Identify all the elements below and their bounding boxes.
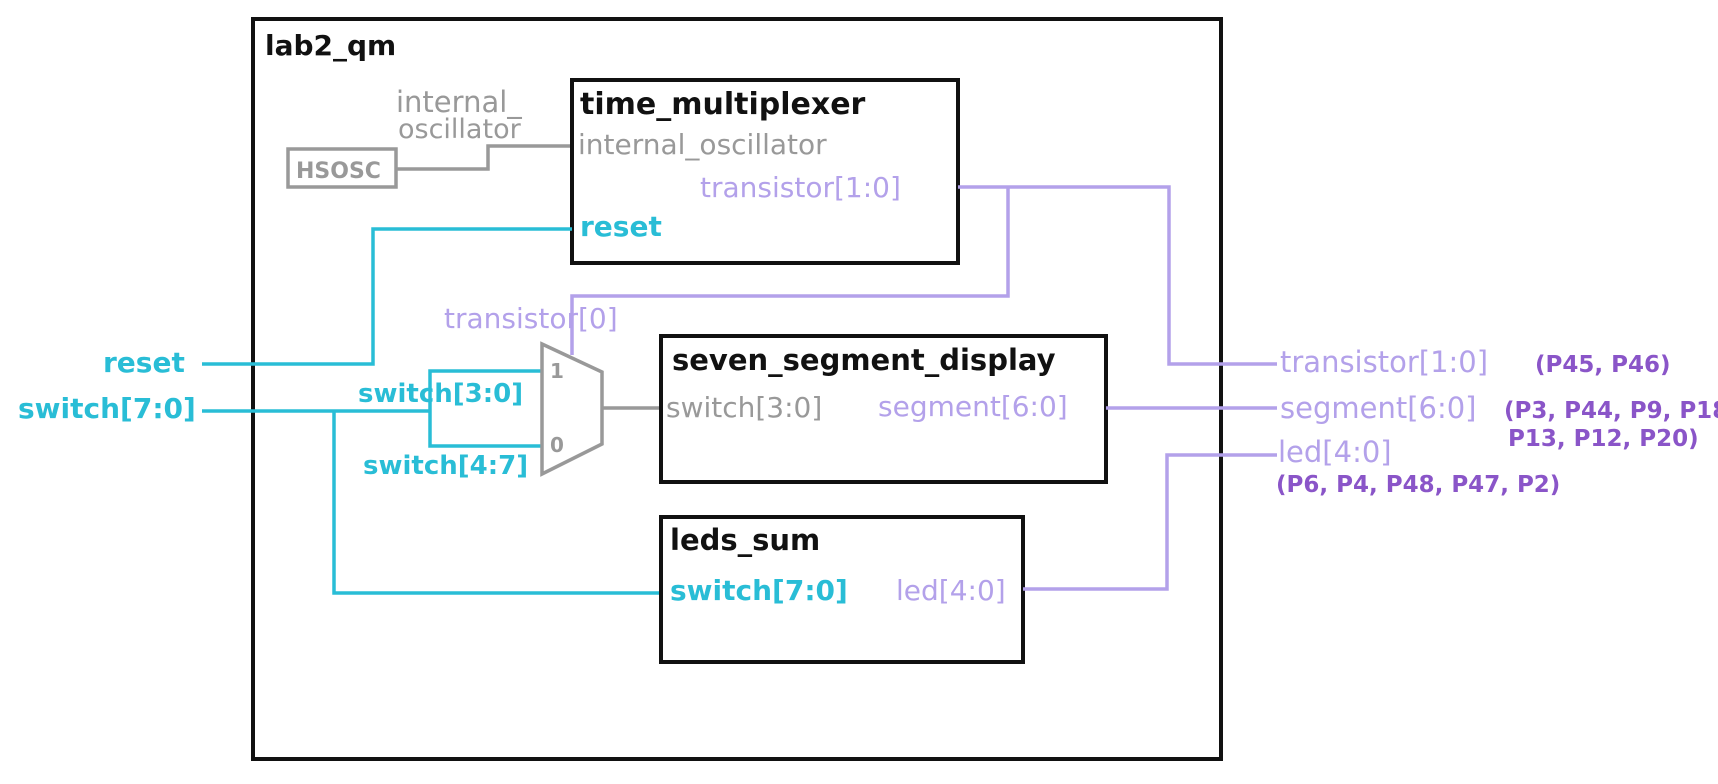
mux-select-label: transistor[0] bbox=[444, 302, 618, 335]
output-transistor-pins: (P45, P46) bbox=[1535, 352, 1671, 378]
tm-port-internal-oscillator: internal_oscillator bbox=[578, 128, 827, 161]
oscillator-wire-label-2: oscillator bbox=[398, 114, 522, 145]
reset-wire bbox=[202, 227, 572, 366]
leds-sum-port-led: led[4:0] bbox=[896, 574, 1006, 607]
switch-4-7-wire bbox=[428, 411, 542, 448]
led-output-wire bbox=[1023, 453, 1277, 591]
output-led-label: led[4:0] bbox=[1278, 435, 1392, 469]
oscillator-wire-label-1: internal_ bbox=[396, 85, 522, 119]
mux-in-0-label: 0 bbox=[550, 433, 564, 457]
time-multiplexer-block bbox=[570, 78, 960, 265]
lab2-qm-module bbox=[251, 17, 1223, 761]
output-led-pins: (P6, P4, P48, P47, P2) bbox=[1276, 472, 1560, 498]
transistor-output-wire bbox=[958, 185, 1277, 366]
ssd-port-segment: segment[6:0] bbox=[878, 390, 1068, 423]
tm-port-transistor: transistor[1:0] bbox=[700, 171, 901, 204]
output-segment-label: segment[6:0] bbox=[1280, 391, 1477, 425]
tm-port-reset: reset bbox=[580, 210, 662, 243]
transistor-select-wire bbox=[570, 187, 1010, 355]
lab2-qm-title: lab2_qm bbox=[265, 29, 396, 62]
oscillator-wire bbox=[396, 144, 572, 171]
hsosc-label: HSOSC bbox=[296, 159, 381, 184]
mux-in-1-label: 1 bbox=[550, 359, 564, 383]
output-segment-pins-1: (P3, P44, P9, P18, bbox=[1504, 398, 1718, 424]
time-multiplexer-title: time_multiplexer bbox=[580, 87, 866, 122]
mux-input-bottom-label: switch[4:7] bbox=[363, 451, 528, 481]
multiplexer bbox=[540, 341, 604, 477]
input-reset-label: reset bbox=[103, 346, 185, 379]
switch-to-leds-wire bbox=[332, 411, 661, 595]
input-switch-label: switch[7:0] bbox=[18, 392, 196, 425]
output-segment-pins-2: P13, P12, P20) bbox=[1508, 426, 1699, 452]
leds-sum-title: leds_sum bbox=[670, 523, 820, 557]
leds-sum-port-switch: switch[7:0] bbox=[670, 574, 848, 607]
output-transistor-label: transistor[1:0] bbox=[1280, 345, 1488, 379]
ssd-title: seven_segment_display bbox=[672, 343, 1056, 377]
ssd-port-switch: switch[3:0] bbox=[666, 391, 822, 424]
switch-3-0-wire bbox=[428, 369, 542, 411]
mux-input-top-label: switch[3:0] bbox=[358, 379, 523, 409]
